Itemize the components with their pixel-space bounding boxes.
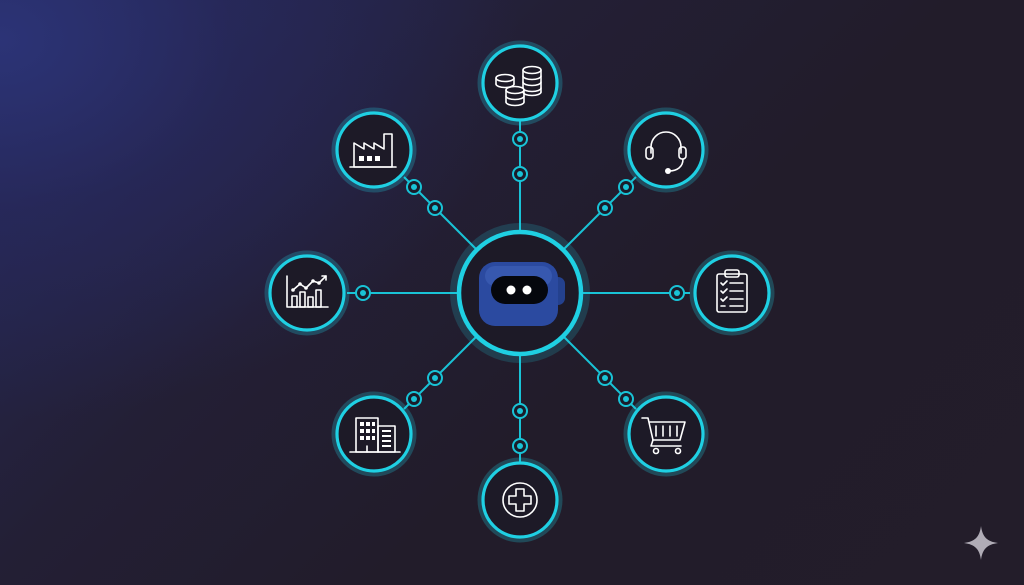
sparkle-icon — [964, 526, 998, 560]
connector-dot — [597, 370, 613, 386]
connector-dot — [427, 200, 443, 216]
connector-dot — [512, 403, 528, 419]
node-retail[interactable] — [623, 391, 709, 477]
clipboard-checklist-icon — [716, 269, 748, 313]
connector-dot — [355, 285, 371, 301]
connector-dot — [427, 370, 443, 386]
node-finance[interactable] — [477, 40, 563, 126]
coin-stacks-icon — [495, 65, 542, 107]
medical-cross-icon — [502, 482, 538, 518]
node-real-estate[interactable] — [331, 391, 417, 477]
connector-dot — [512, 131, 528, 147]
hub-node — [450, 223, 590, 363]
connector-dot — [512, 166, 528, 182]
connector-dot — [669, 285, 685, 301]
node-healthcare[interactable] — [477, 457, 563, 543]
node-analytics[interactable] — [264, 250, 350, 336]
connector-dot — [618, 391, 634, 407]
node-manufacturing[interactable] — [331, 107, 417, 193]
connector-dots — [355, 131, 685, 454]
connector-dot — [597, 200, 613, 216]
connector-dot — [406, 391, 422, 407]
node-checklist[interactable] — [689, 250, 775, 336]
shopping-cart-icon — [641, 417, 686, 455]
connector-dot — [512, 438, 528, 454]
node-support[interactable] — [623, 107, 709, 193]
connector-dot — [406, 179, 422, 195]
office-building-icon — [349, 417, 401, 453]
connector-dot — [618, 179, 634, 195]
bar-chart-trend-icon — [286, 275, 329, 308]
robot-head-icon — [479, 262, 565, 326]
headset-icon — [645, 131, 687, 174]
factory-icon — [349, 133, 397, 168]
